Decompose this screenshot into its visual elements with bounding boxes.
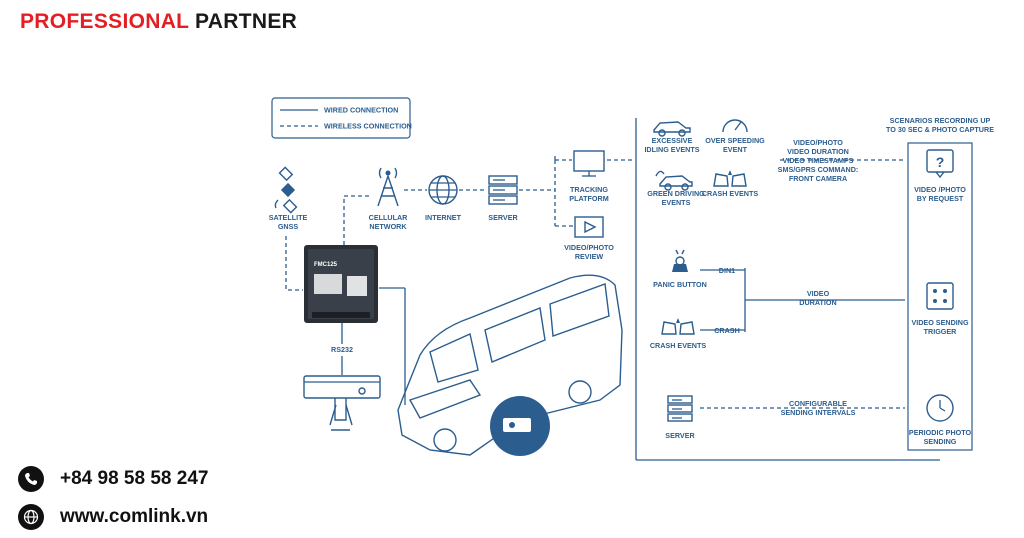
green-label-2: EVENTS [662, 198, 691, 207]
cellular-label-2: NETWORK [369, 222, 407, 231]
panic-button-icon [672, 249, 688, 272]
video-param-3: VIDEO TIMESTAMPS [783, 156, 854, 165]
video-param-5: FRONT CAMERA [789, 174, 847, 183]
video-request-label-1: VIDEO /PHOTO [914, 185, 966, 194]
video-trigger-label-2: TRIGGER [924, 327, 958, 336]
cellular-label-1: CELLULAR [369, 213, 409, 222]
idling-label-1: EXCESSIVE [652, 136, 693, 145]
din1-label: DIN1 [719, 266, 735, 275]
speedometer-icon [722, 119, 748, 133]
crash-top-label: CRASH EVENTS [702, 189, 759, 198]
video-review-label-1: VIDEO/PHOTO [564, 243, 614, 252]
video-trigger-label-1: VIDEO SENDING [911, 318, 969, 327]
server-icon [488, 175, 518, 205]
config-label-2: SENDING INTERVALS [781, 408, 856, 417]
scenarios-label-1: SCENARIOS RECORDING UP [890, 116, 991, 125]
crash-icon [713, 170, 747, 187]
left-connections [285, 155, 635, 405]
config-label-1: CONFIGURABLE [789, 399, 847, 408]
question-bubble-icon: ? [926, 149, 954, 179]
internet-label: INTERNET [425, 213, 462, 222]
phone-icon [18, 466, 44, 492]
video-play-icon [574, 216, 604, 238]
trigger-grid-icon [926, 282, 954, 310]
satellite-label-1: SATELLITE [269, 213, 308, 222]
brand-title: PROFESSIONAL PARTNER [20, 10, 297, 34]
internet-globe-icon [428, 175, 458, 205]
monitor-icon [573, 150, 605, 177]
phone-contact[interactable]: +84 98 58 58 247 [18, 466, 208, 492]
idling-label-2: IDLING EVENTS [644, 145, 699, 154]
video-duration-label-1: VIDEO [807, 289, 830, 298]
brand-part-2: PARTNER [195, 10, 298, 33]
right-connections [635, 118, 973, 461]
rs232-label: RS232 [331, 345, 353, 354]
cell-tower-icon [377, 167, 399, 207]
periodic-label-1: PERIODIC PHOTO [909, 428, 972, 437]
web-contact[interactable]: www.comlink.vn [18, 504, 208, 530]
tracking-label-1: TRACKING [570, 185, 608, 194]
clock-icon [926, 394, 954, 422]
legend-wireless: WIRELESS CONNECTION [324, 122, 412, 131]
car-icon [653, 121, 691, 137]
green-label-1: GREEN DRIVING [647, 189, 705, 198]
satellite-icon [274, 166, 298, 214]
server-bottom-icon [667, 395, 693, 422]
crash-mid-label: CRASH [714, 326, 740, 335]
website-url: www.comlink.vn [60, 506, 209, 527]
video-param-4: SMS/GPRS COMMAND: [778, 165, 859, 174]
overspeed-label-1: OVER SPEEDING [705, 136, 765, 145]
server-label: SERVER [488, 213, 518, 222]
globe-icon [18, 504, 44, 530]
server-bottom-label: SERVER [665, 431, 695, 440]
device-model: FMC125 [314, 262, 338, 268]
periodic-label-2: SENDING [924, 437, 957, 446]
brand-part-1: PROFESSIONAL [20, 10, 189, 33]
legend: WIRED CONNECTION WIRELESS CONNECTION [271, 97, 412, 139]
video-param-2: VIDEO DURATION [787, 147, 849, 156]
video-duration-label-2: DURATION [799, 298, 836, 307]
green-car-icon [655, 170, 693, 191]
tracking-label-2: PLATFORM [569, 194, 608, 203]
legend-wired: WIRED CONNECTION [324, 106, 398, 115]
overspeed-label-2: EVENT [723, 145, 748, 154]
van-illustration [397, 274, 623, 456]
satellite-label-2: GNSS [278, 222, 299, 231]
crash-events-label: CRASH EVENTS [650, 341, 707, 350]
video-review-label-2: REVIEW [575, 252, 604, 261]
panic-label: PANIC BUTTON [653, 280, 707, 289]
crash-events-icon [661, 318, 695, 335]
svg-text:?: ? [936, 154, 945, 170]
phone-number: +84 98 58 58 247 [60, 468, 209, 489]
camera-peripheral-icon [303, 375, 381, 431]
video-param-1: VIDEO/PHOTO [793, 138, 843, 147]
tracker-device: FMC125 [304, 245, 378, 323]
video-request-label-2: BY REQUEST [917, 194, 964, 203]
scenarios-label-2: TO 30 SEC & PHOTO CAPTURE [886, 125, 994, 134]
